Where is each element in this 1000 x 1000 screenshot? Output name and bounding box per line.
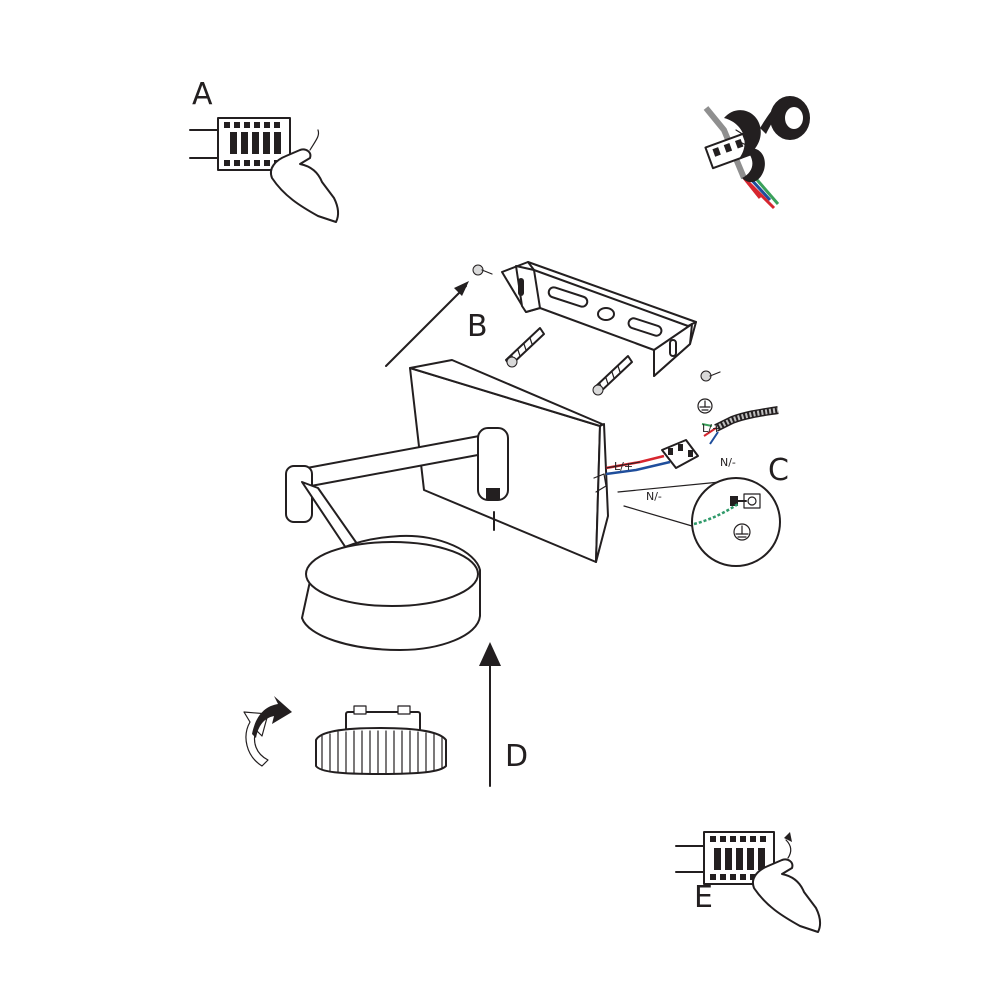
step-b-arrow-shaft [385,285,467,367]
heatsink-fins [321,730,443,775]
lamp-wires [605,454,671,476]
swing-arm [285,427,509,549]
hand-icon [270,129,340,223]
insulation-tape-icon [760,96,810,140]
led-module-icon [315,705,447,775]
lamp-shade [301,534,481,651]
step-e-group: E [675,831,822,933]
step-a-label: A [192,77,213,112]
wire-label-neutral-lamp: N/- [646,490,662,503]
tape-wrap [724,110,765,183]
wall-plug-icon [505,327,545,368]
terminal-connector-lamp [661,439,699,469]
wall-plug-icon-2 [592,355,633,396]
insulation-tape-group [703,96,810,210]
step-d-arrow-head [479,642,501,666]
screw-icon [472,264,493,276]
step-b-label: B [467,309,488,344]
lamp-group [285,359,609,651]
wire-label-live-lamp: L/+ [614,460,633,473]
breaker-switches [230,132,281,154]
mains-cable [701,406,779,445]
step-c-label: C [768,453,789,488]
hand-icon-2 [752,832,822,933]
mounting-bracket-icon [501,261,697,377]
breaker-switches-2 [714,848,765,870]
rotate-arrow-icon [243,696,292,767]
step-c-group: C L/+ N/- L/+ N/- [605,398,789,567]
wire-label-neutral-mains: N/- [720,456,736,469]
step-b-arrow-head [454,281,469,296]
step-b-group: B [385,261,721,396]
step-e-label: E [694,880,713,915]
screw-icon-2 [700,370,721,382]
wire-label-live-mains: L/+ [702,422,721,435]
step-d-group: D [243,642,528,787]
earth-symbol-icon-2 [733,523,751,541]
earth-detail-callout [617,477,781,567]
step-d-label: D [505,739,528,774]
step-a-group: A [189,77,340,223]
earth-symbol-icon [697,398,713,414]
